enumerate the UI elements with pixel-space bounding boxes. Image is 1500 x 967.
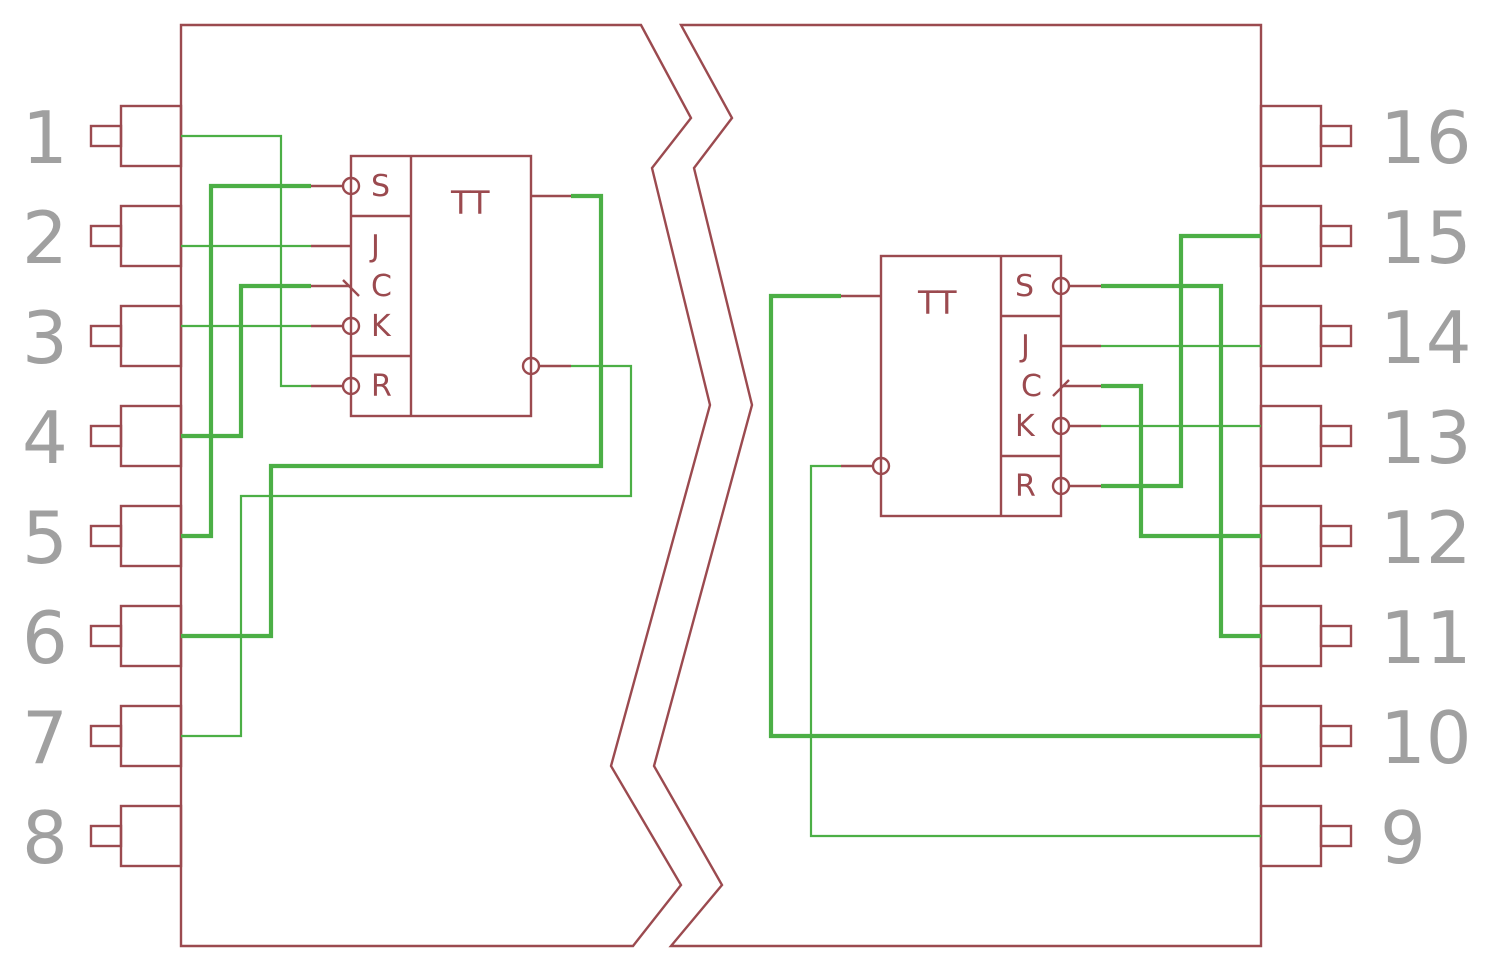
flipflop-right-j-label: J	[1019, 329, 1030, 364]
pin-number-14: 14	[1380, 296, 1472, 380]
wire-pin11-to-s[interactable]	[1101, 283, 1261, 639]
left-pins	[89, 104, 183, 868]
wire-q-to-pin6[interactable]	[181, 193, 604, 639]
pin-4-pad[interactable]	[89, 404, 183, 468]
pin-number-13: 13	[1380, 396, 1472, 480]
flipflop-right-r-label: R	[1015, 469, 1036, 504]
right-pins	[1259, 104, 1353, 868]
pin-7-pad[interactable]	[89, 704, 183, 768]
wire-pin4-to-c[interactable]	[181, 283, 311, 439]
pin-number-3: 3	[22, 296, 68, 380]
pin-10-pad[interactable]	[1259, 704, 1353, 768]
pin-14-pad[interactable]	[1259, 304, 1353, 368]
wires-left	[181, 134, 633, 738]
pin-number-1: 1	[22, 96, 68, 180]
right-pin-numbers: 16 15 14 13 12 11 10 9	[1380, 96, 1472, 880]
pin-number-4: 4	[22, 396, 68, 480]
pin-9-pad[interactable]	[1259, 804, 1353, 868]
wire-qbar-to-pin9[interactable]	[809, 464, 1261, 838]
pin-11-pad[interactable]	[1259, 604, 1353, 668]
pin-2-pad[interactable]	[89, 204, 183, 268]
pin-13-pad[interactable]	[1259, 404, 1353, 468]
pin-number-12: 12	[1380, 496, 1472, 580]
pin-8-pad[interactable]	[89, 804, 183, 868]
pin-12-pad[interactable]	[1259, 504, 1353, 568]
pin-number-15: 15	[1380, 196, 1472, 280]
pin-number-7: 7	[22, 696, 68, 780]
wire-pin12-to-c[interactable]	[1101, 383, 1261, 539]
pin-15-pad[interactable]	[1259, 204, 1353, 268]
flipflop-left-s-inversion	[341, 176, 361, 196]
flipflop-right-k-label: K	[1015, 409, 1036, 444]
pin-1-pad[interactable]	[89, 104, 183, 168]
flipflop-left-r-inversion	[341, 376, 361, 396]
chip-body-left	[179, 23, 712, 948]
wire-pin15-to-r[interactable]	[1101, 233, 1261, 489]
pin-5-pad[interactable]	[89, 504, 183, 568]
flipflop-left-k-label: K	[371, 309, 392, 344]
flipflop-left-clock-edge	[342, 279, 360, 297]
pin-number-10: 10	[1380, 696, 1472, 780]
flipflop-right-s-label: S	[1015, 269, 1034, 304]
flipflop-right-clock-edge	[1052, 379, 1070, 397]
pin-3-pad[interactable]	[89, 304, 183, 368]
pin-6-pad[interactable]	[89, 604, 183, 668]
left-pin-numbers: 1 2 3 4 5 6 7 8	[22, 96, 68, 880]
flipflop-left-title: TT	[450, 184, 490, 222]
pin-number-16: 16	[1380, 96, 1472, 180]
wire-pin5-to-s[interactable]	[181, 183, 311, 539]
pin-number-9: 9	[1380, 796, 1426, 880]
pin-number-2: 2	[22, 196, 68, 280]
wires-right	[768, 233, 1261, 838]
chip-body-right	[652, 23, 1263, 948]
flipflop-right: TT S J C K R	[841, 254, 1101, 518]
flipflop-right-title: TT	[917, 284, 957, 322]
flipflop-left-k-inversion	[341, 316, 361, 336]
pin-number-6: 6	[22, 596, 68, 680]
flipflop-right-c-label: C	[1021, 369, 1042, 404]
flipflop-left: TT S J C K R	[311, 154, 571, 418]
pin-number-5: 5	[22, 496, 68, 580]
wire-pin1-to-r[interactable]	[181, 134, 311, 388]
flipflop-left-s-label: S	[371, 169, 390, 204]
wire-q-to-pin10[interactable]	[768, 293, 1261, 739]
flipflop-left-c-label: C	[371, 269, 392, 304]
pin-16-pad[interactable]	[1259, 104, 1353, 168]
flipflop-left-r-label: R	[371, 369, 392, 404]
wire-qbar-to-pin7[interactable]	[181, 364, 633, 738]
pin-number-11: 11	[1380, 596, 1472, 680]
pin-number-8: 8	[22, 796, 68, 880]
flipflop-left-j-label: J	[369, 229, 380, 264]
